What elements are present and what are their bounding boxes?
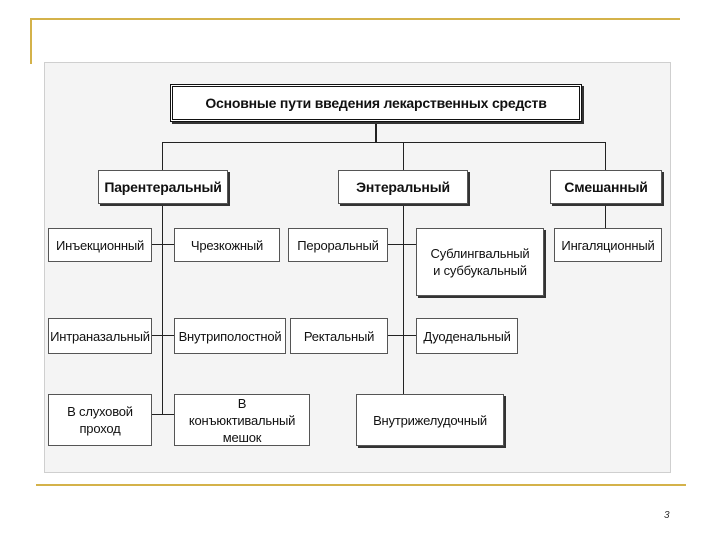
route-node: В конъюктивальный мешок — [174, 394, 310, 446]
route-label: Дуоденальный — [423, 328, 511, 344]
route-node: Интраназальный — [48, 318, 152, 354]
route-node: Внутриполостной — [174, 318, 286, 354]
category-mixed: Смешанный — [550, 170, 662, 204]
route-node: В слуховой проход — [48, 394, 152, 446]
route-label: Пероральный — [297, 237, 379, 253]
top-accent-line — [30, 18, 680, 20]
route-node: Инъекционный — [48, 228, 152, 262]
route-node: Сублингвальный и суббукальный — [416, 228, 544, 296]
connector — [388, 335, 416, 336]
connector — [605, 204, 606, 228]
route-label: Чрезкожный — [190, 237, 264, 253]
connector — [403, 142, 404, 170]
left-accent-line — [30, 18, 32, 64]
route-node: Ректальный — [290, 318, 388, 354]
route-label: Ректальный — [303, 328, 375, 344]
connector — [162, 142, 163, 170]
category-enteral-label: Энтеральный — [356, 178, 450, 195]
connector — [375, 122, 377, 142]
route-label: В слуховой проход — [67, 404, 133, 436]
route-label: Сублингвальный и суббукальный — [430, 246, 530, 278]
route-label: Внутриполостной — [178, 328, 282, 344]
connector — [152, 335, 174, 336]
category-parenteral: Парентеральный — [98, 170, 228, 204]
route-label: Внутрижелудочный — [373, 412, 487, 428]
route-label: В конъюктивальный мешок — [188, 395, 296, 445]
connector — [162, 204, 163, 414]
route-node: Внутрижелудочный — [356, 394, 504, 446]
bottom-accent-line — [36, 484, 686, 486]
connector — [162, 142, 606, 143]
root-node: Основные пути введения лекарственных сре… — [170, 84, 582, 122]
route-node: Ингаляционный — [554, 228, 662, 262]
connector — [152, 414, 174, 415]
connector — [403, 204, 404, 394]
connector — [388, 244, 416, 245]
page-number: 3 — [664, 510, 670, 521]
connector — [605, 142, 606, 170]
route-label: Интраназальный — [50, 328, 150, 344]
category-enteral: Энтеральный — [338, 170, 468, 204]
category-mixed-label: Смешанный — [564, 178, 648, 195]
route-node: Чрезкожный — [174, 228, 280, 262]
route-node: Пероральный — [288, 228, 388, 262]
route-node: Дуоденальный — [416, 318, 518, 354]
connector — [152, 244, 174, 245]
route-label: Ингаляционный — [561, 237, 655, 253]
route-label: Инъекционный — [55, 237, 145, 253]
category-parenteral-label: Парентеральный — [104, 178, 222, 195]
root-label: Основные пути введения лекарственных сре… — [205, 94, 547, 111]
